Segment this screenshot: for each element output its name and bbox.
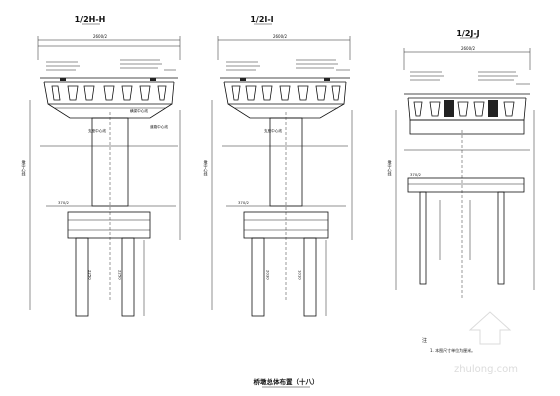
note-heading: 注 xyxy=(422,337,427,344)
girder-cells-left xyxy=(51,85,167,101)
sheet-title: 桥墩总体布置（十八） xyxy=(254,377,319,386)
section-label-right: 1/2J-J xyxy=(456,29,479,38)
span-dimension-middle: 2600/2 xyxy=(273,34,288,39)
watermark-text: zhulong.com xyxy=(454,364,518,375)
girder-cells-middle xyxy=(231,85,341,101)
pile-dim-middle-a: 2030 xyxy=(266,270,271,280)
mid-dimension-middle: 370/2 xyxy=(238,200,250,205)
girder-center-label-left: 横梁中心线 xyxy=(130,108,148,113)
section-label-left: 1/2H-H xyxy=(75,15,106,24)
road-center-label: 道路中心线 xyxy=(150,124,168,129)
note-line: 1. 本图尺寸单位为厘米。 xyxy=(430,347,475,353)
center-label-left: 墩中心线 xyxy=(22,159,27,176)
center-label-right: 墩中心线 xyxy=(388,159,393,176)
section-label-middle: 1/2I-I xyxy=(250,15,273,24)
callouts-right xyxy=(410,71,530,85)
bearing-center-label-left: 支座中心线 xyxy=(88,128,106,133)
callouts-left xyxy=(46,59,176,71)
pile-dim-left-b: 2250 xyxy=(118,270,123,280)
center-label-middle: 墩中心线 xyxy=(204,159,209,176)
girder-cells-right xyxy=(413,100,515,117)
bearing-center-label-middle: 支座中心线 xyxy=(264,128,282,133)
callouts-middle xyxy=(226,59,350,71)
span-dimension-right: 2600/2 xyxy=(461,46,476,51)
panel-middle: 1/2I-I 2600/2 xyxy=(204,15,353,317)
pile-dim-left-a: 2250 xyxy=(88,270,93,280)
span-dimension-left: 2600/2 xyxy=(93,34,108,39)
mid-dimension-left: 370/2 xyxy=(58,200,70,205)
pile-dim-middle-b: 1010 xyxy=(298,270,303,280)
panel-left: 1/2H-H 2600/2 xyxy=(22,15,181,317)
watermark: zhulong.com xyxy=(454,311,518,375)
mid-dimension-right: 370/2 xyxy=(410,172,422,177)
panel-right: 1/2J-J 2600/2 xyxy=(388,29,535,353)
